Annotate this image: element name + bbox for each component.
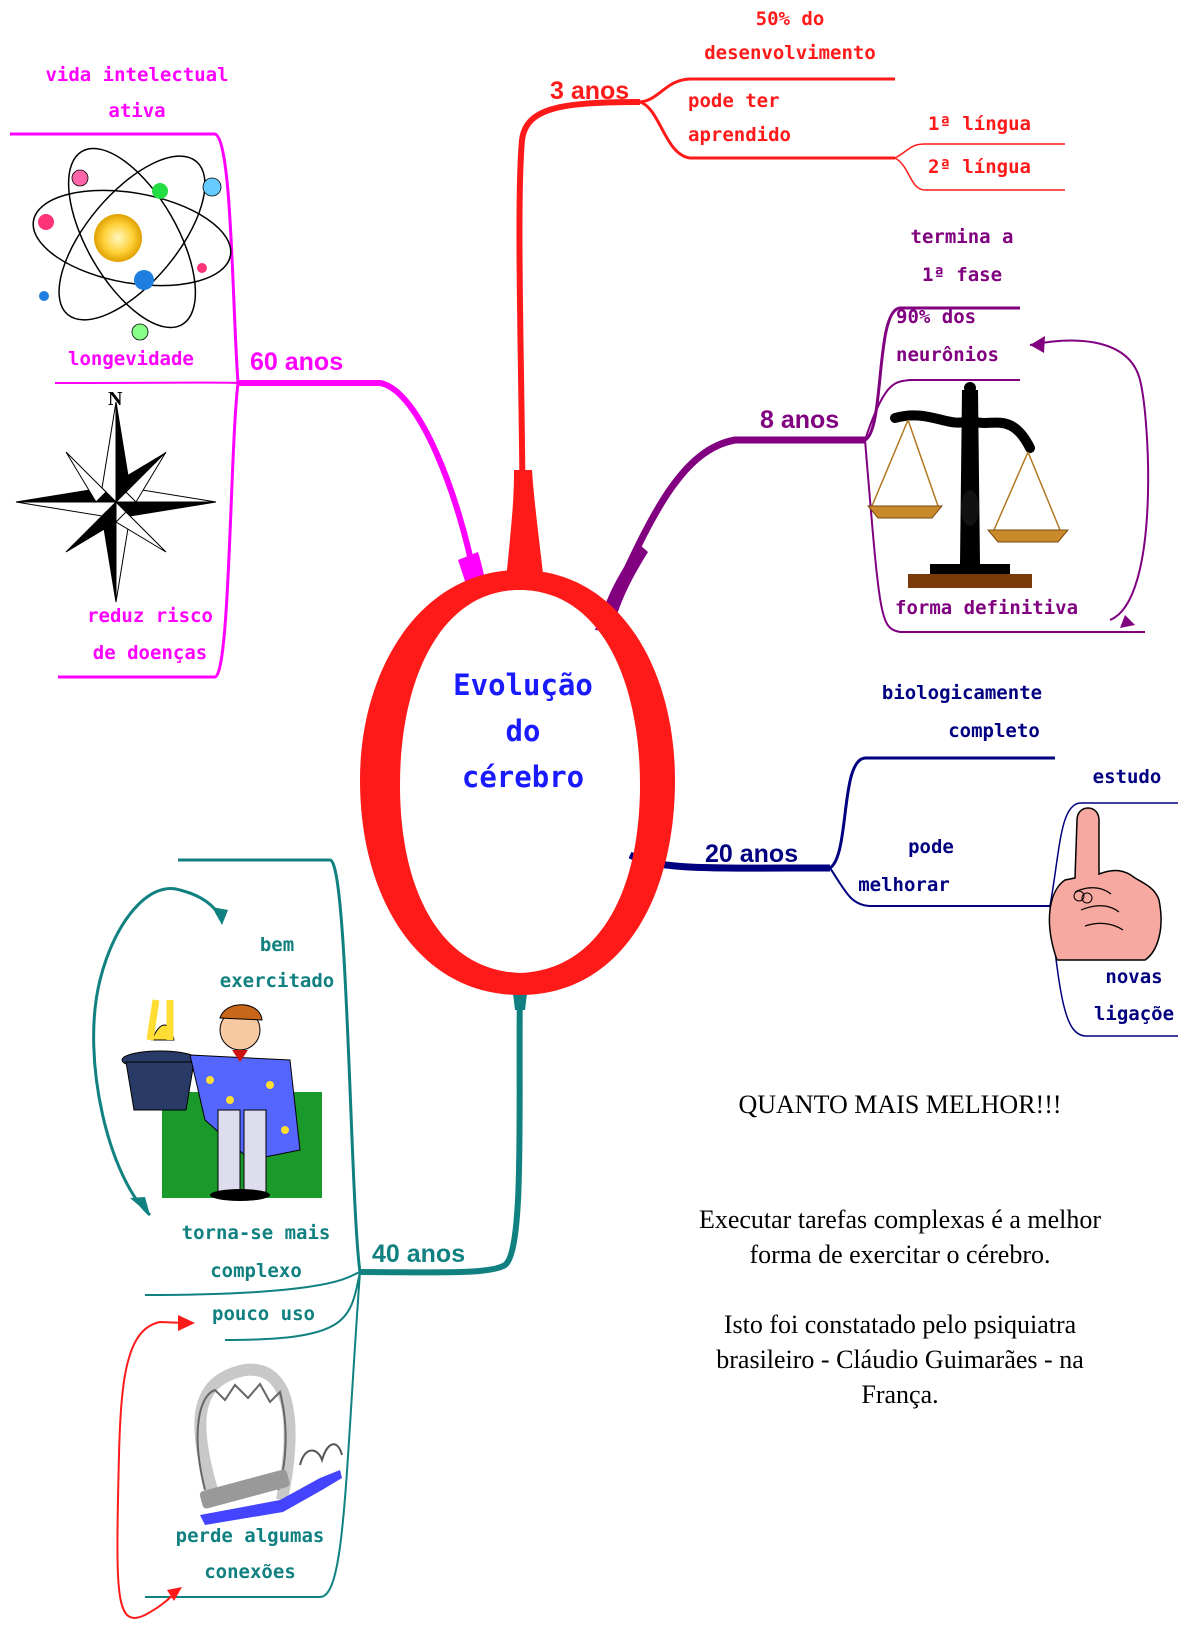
dev-text-line1: 50% do — [755, 8, 825, 30]
neurons-text-line2: neurônios — [896, 344, 999, 366]
branch-label-3-anos: 3 anos — [550, 77, 630, 105]
center-title-line3: cérebro — [461, 760, 585, 794]
study-text: estudo — [1092, 766, 1162, 788]
branch-label-40-anos: 40 anos — [372, 1240, 466, 1268]
branch-label-60-anos: 60 anos — [250, 348, 344, 376]
branch-label-20-anos: 20 anos — [705, 840, 799, 868]
note-paragraph1-line1: Executar tarefas complexas é a melhor — [698, 1205, 1102, 1234]
pointing-hand-icon — [1048, 807, 1162, 961]
lose-text-line2: conexões — [204, 1561, 296, 1583]
learn-text-line2: aprendido — [688, 124, 791, 146]
bio-text-line2: completo — [948, 720, 1040, 742]
branch-40-red-arrow — [116, 1315, 195, 1619]
branch-3-lines — [516, 77, 1065, 586]
note-paragraph2-line1: Isto foi constatado pelo psiquiatra — [723, 1310, 1077, 1339]
phase-text-line2: 1ª fase — [921, 264, 1003, 286]
risk-text-line1: reduz risco — [87, 605, 213, 627]
compass-north-label: N — [108, 388, 123, 410]
neurons-text-line1: 90% dos — [896, 306, 977, 328]
saw-icon — [194, 1363, 343, 1525]
improve-text-line1: pode — [908, 836, 954, 858]
atom-icon — [32, 147, 232, 341]
compass-rose-icon — [15, 401, 217, 603]
improve-text-line2: melhorar — [858, 874, 950, 896]
scales-icon — [866, 382, 1070, 588]
new-links-line2: ligaçõe — [1093, 1003, 1175, 1025]
center-ellipse — [401, 590, 639, 972]
branch-label-8-anos: 8 anos — [760, 406, 840, 434]
longevity-text: longevidade — [68, 348, 194, 370]
little-use-text: pouco uso — [212, 1303, 315, 1325]
language-1: 1ª língua — [928, 113, 1031, 135]
note-paragraph2-line2: brasileiro - Cláudio Guimarães - na — [716, 1345, 1084, 1374]
complex-text-line2: complexo — [210, 1260, 302, 1282]
phase-text-line1: termina a — [910, 226, 1014, 248]
center-title-line1: Evolução — [453, 668, 593, 702]
lose-text-line1: perde algumas — [175, 1525, 325, 1547]
bio-text-line1: biologicamente — [881, 682, 1043, 704]
branch-40-lines — [92, 858, 523, 1598]
complex-text-line1: torna-se mais — [181, 1222, 331, 1244]
branch-60-lines — [10, 132, 478, 679]
language-2: 2ª língua — [928, 156, 1031, 178]
risk-text-line2: de doenças — [92, 642, 208, 664]
new-links-line1: novas — [1105, 966, 1163, 988]
definitive-form-text: forma definitiva — [895, 597, 1079, 619]
dev-text-line2: desenvolvimento — [704, 42, 876, 64]
note-headline: QUANTO MAIS MELHOR!!! — [738, 1090, 1062, 1119]
magician-icon — [121, 999, 322, 1201]
intellectual-life-line1: vida intelectual — [45, 64, 229, 86]
branch-3-root — [505, 470, 545, 590]
center-title-line2: do — [505, 714, 541, 748]
learn-text-line1: pode ter — [688, 90, 780, 112]
note-paragraph2-line3: França. — [861, 1380, 939, 1409]
intellectual-life-line2: ativa — [108, 100, 166, 122]
branch-8-lines — [606, 306, 1150, 633]
note-paragraph1-line2: forma de exercitar o cérebro. — [749, 1240, 1051, 1269]
exercised-text-line2: exercitado — [219, 970, 335, 992]
exercised-text-line1: bem — [259, 934, 295, 956]
